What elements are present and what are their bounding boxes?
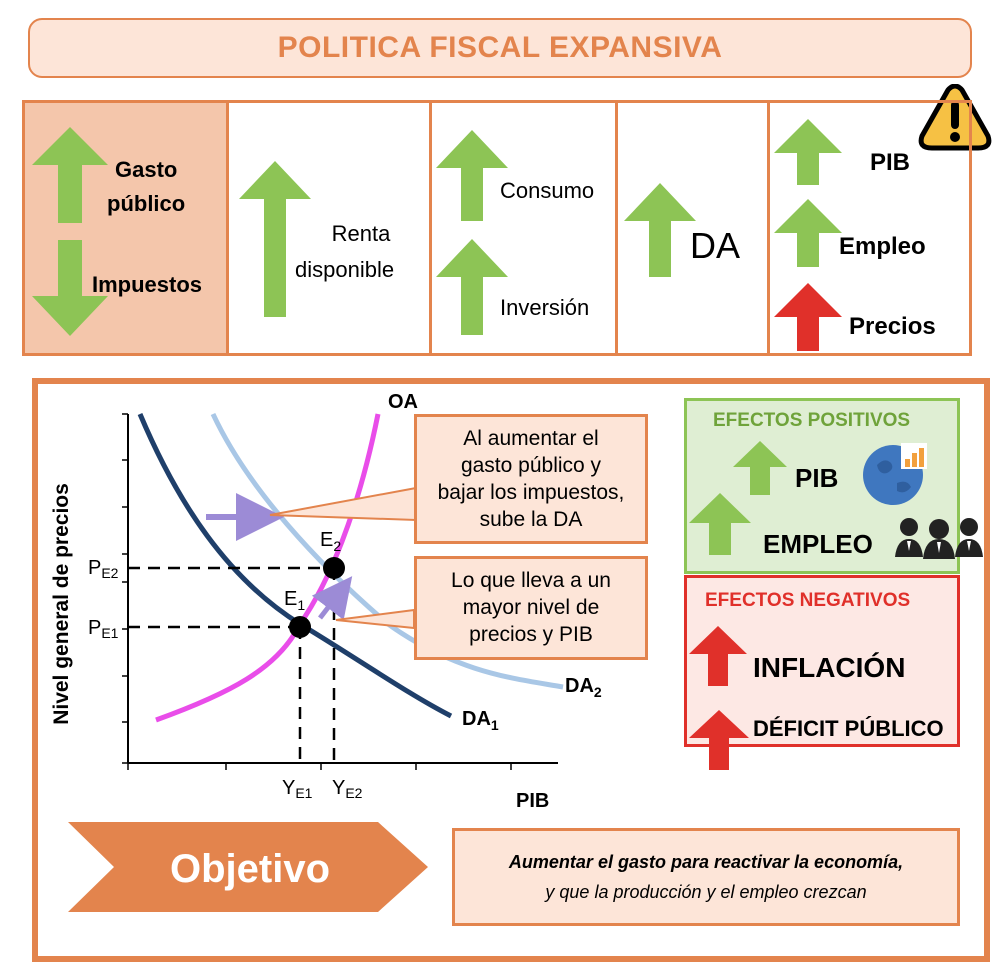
e2-label: E2 <box>320 529 341 554</box>
renta-label: Renta <box>331 221 391 246</box>
pe2-tick-label: PE2 <box>88 557 119 581</box>
y-axis-label: Nivel general de precios <box>50 483 73 725</box>
flow-cell-renta: Renta disponible <box>229 103 432 353</box>
consumo-label: Consumo <box>500 178 595 203</box>
da1-label: DA1 <box>462 708 499 733</box>
empleo-label: Empleo <box>839 233 926 260</box>
arrow-up-icon <box>239 161 311 317</box>
objective-chevron: Objetivo <box>68 822 428 912</box>
callout-top-pointer <box>269 486 417 522</box>
pe1-tick-label: PE1 <box>88 617 119 641</box>
ye1-tick-label: YE1 <box>282 777 313 801</box>
x-axis-ticks <box>127 763 512 770</box>
da-label: DA <box>690 225 741 266</box>
positive-effects-box: EFECTOS POSITIVOS PIB EMPLEO <box>684 398 983 574</box>
positive-pib-label: PIB <box>795 463 839 493</box>
negative-title: EFECTOS NEGATIVOS <box>705 590 911 611</box>
effects-flow-table: Gasto público Impuestos Renta disponible… <box>22 100 972 356</box>
arrow-up-icon <box>689 493 751 555</box>
arrow-up-red-icon <box>774 283 842 351</box>
objective-description: Aumentar el gasto para reactivar la econ… <box>452 828 960 926</box>
negative-inflacion-label: INFLACIÓN <box>753 652 906 683</box>
flow-cell-outcomes: PIB Empleo Precios <box>770 103 969 353</box>
flow-cell-consumo: Consumo Inversión <box>432 103 618 353</box>
arrow-down-icon <box>32 240 108 336</box>
precios-label: Precios <box>849 313 936 340</box>
ye2-tick-label: YE2 <box>332 777 363 801</box>
page-title: POLITICA FISCAL EXPANSIVA <box>277 31 723 64</box>
arrow-up-icon <box>32 127 108 223</box>
arrow-up-red-icon <box>689 626 747 686</box>
arrow-up-icon <box>733 441 787 495</box>
arrow-up-icon <box>436 130 508 221</box>
impuestos-label: Impuestos <box>92 272 203 297</box>
da2-label: DA2 <box>565 675 602 700</box>
objective-label: Objetivo <box>170 847 330 891</box>
flow-cell-policy: Gasto público Impuestos <box>25 103 229 353</box>
pib-label: PIB <box>870 149 911 176</box>
oa-label: OA <box>388 391 418 413</box>
negative-deficit-label: DÉFICIT PÚBLICO <box>753 716 944 741</box>
publico-label: público <box>107 191 186 216</box>
globe-chart-icon <box>863 443 927 505</box>
objective-line-2: y que la producción y el empleo crezcan <box>545 882 867 902</box>
objective-line-1: Aumentar el gasto para reactivar la econ… <box>508 852 904 872</box>
main-panel <box>32 378 990 962</box>
arrow-up-icon <box>436 239 508 335</box>
callout-demand-shift: Al aumentar el gasto público y bajar los… <box>414 414 648 544</box>
da1-curve <box>137 413 453 719</box>
e1-point <box>289 616 311 638</box>
equilibrium-guides <box>128 566 336 763</box>
callout-price-level: Lo que lleva a un mayor nivel de precios… <box>414 556 648 660</box>
positive-empleo-label: EMPLEO <box>763 529 873 559</box>
arrow-up-icon <box>774 199 842 267</box>
flow-cell-da: DA <box>618 103 770 353</box>
people-icon <box>895 518 983 559</box>
arrow-up-icon <box>774 119 842 185</box>
x-axis-label: PIB <box>516 790 549 812</box>
ad-as-chart: E2 E1 OA DA2 DA1 PE2 PE1 YE1 YE2 PIB Niv… <box>50 391 602 812</box>
disponible-label: disponible <box>295 257 395 282</box>
inversion-label: Inversión <box>500 295 590 320</box>
y-axis-ticks <box>122 413 128 764</box>
arrow-up-red-icon <box>689 710 749 770</box>
e2-point <box>323 557 345 579</box>
negative-effects-box: EFECTOS NEGATIVOS INFLACIÓN DÉFICIT PÚBL… <box>684 575 960 770</box>
e1-label: E1 <box>284 588 305 613</box>
gasto-label: Gasto <box>115 157 178 182</box>
positive-title: EFECTOS POSITIVOS <box>713 410 911 431</box>
title-banner: POLITICA FISCAL EXPANSIVA <box>28 18 972 78</box>
arrow-up-icon <box>624 183 696 277</box>
movement-arrow-icon <box>311 576 353 621</box>
